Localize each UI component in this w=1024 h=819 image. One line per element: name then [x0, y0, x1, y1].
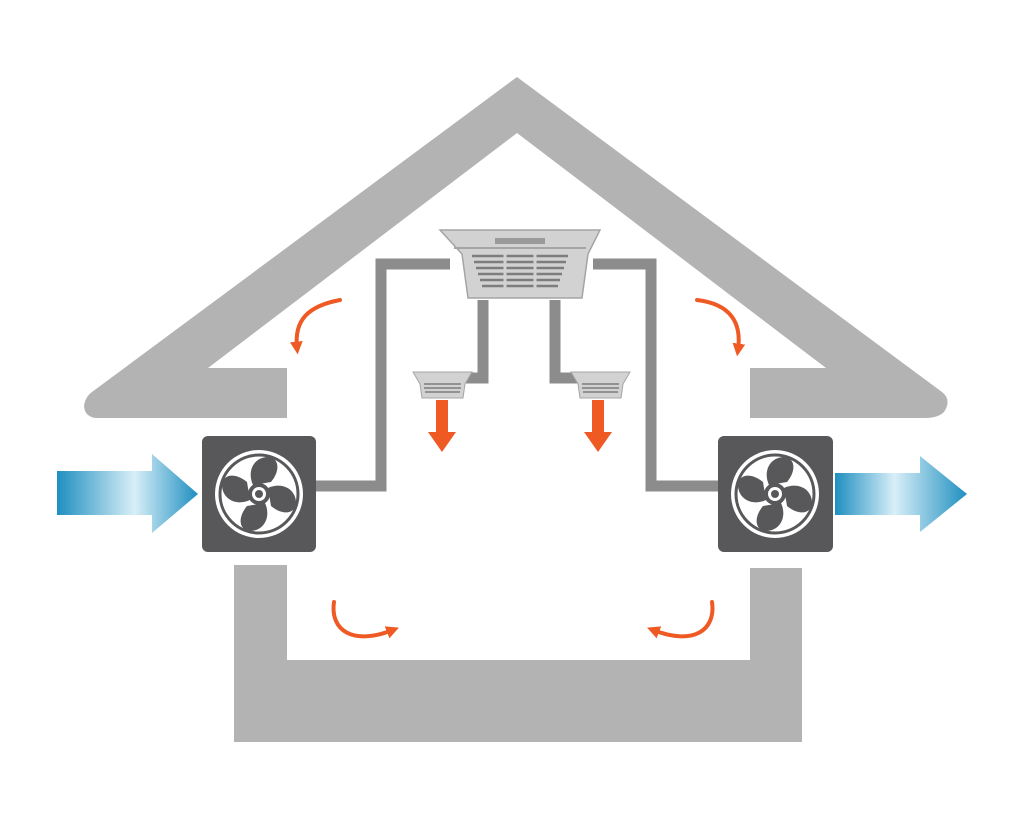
supply-arrows	[428, 400, 612, 452]
curved-arrow-icon	[695, 298, 746, 357]
main-ceiling-vent	[438, 229, 602, 299]
arrow-down-icon	[428, 400, 456, 452]
fan-icon	[729, 448, 821, 540]
outflow-arrow	[835, 456, 967, 532]
duct-network	[316, 258, 720, 492]
ceiling-cassette-icon	[570, 371, 631, 399]
left-small-vent	[412, 371, 473, 399]
inflow-arrow	[57, 454, 198, 533]
curved-arrow-icon	[331, 600, 399, 639]
right-branch-duct	[549, 300, 578, 384]
left-supply-duct	[316, 258, 450, 492]
curved-arrow-icon	[647, 600, 715, 639]
fan-icon	[213, 448, 305, 540]
circulation-arrows	[289, 298, 746, 639]
curved-arrow-icon	[289, 298, 342, 355]
roof	[84, 77, 948, 418]
house-structure	[84, 77, 948, 742]
intake-fan	[202, 436, 316, 552]
exhaust-fan	[718, 436, 833, 552]
right-small-vent	[570, 371, 631, 399]
arrow-down-icon	[584, 400, 612, 452]
ceiling-cassette-icon	[412, 371, 473, 399]
right-return-duct	[593, 258, 720, 492]
left-branch-duct	[466, 300, 489, 384]
floor-walls	[234, 565, 802, 742]
